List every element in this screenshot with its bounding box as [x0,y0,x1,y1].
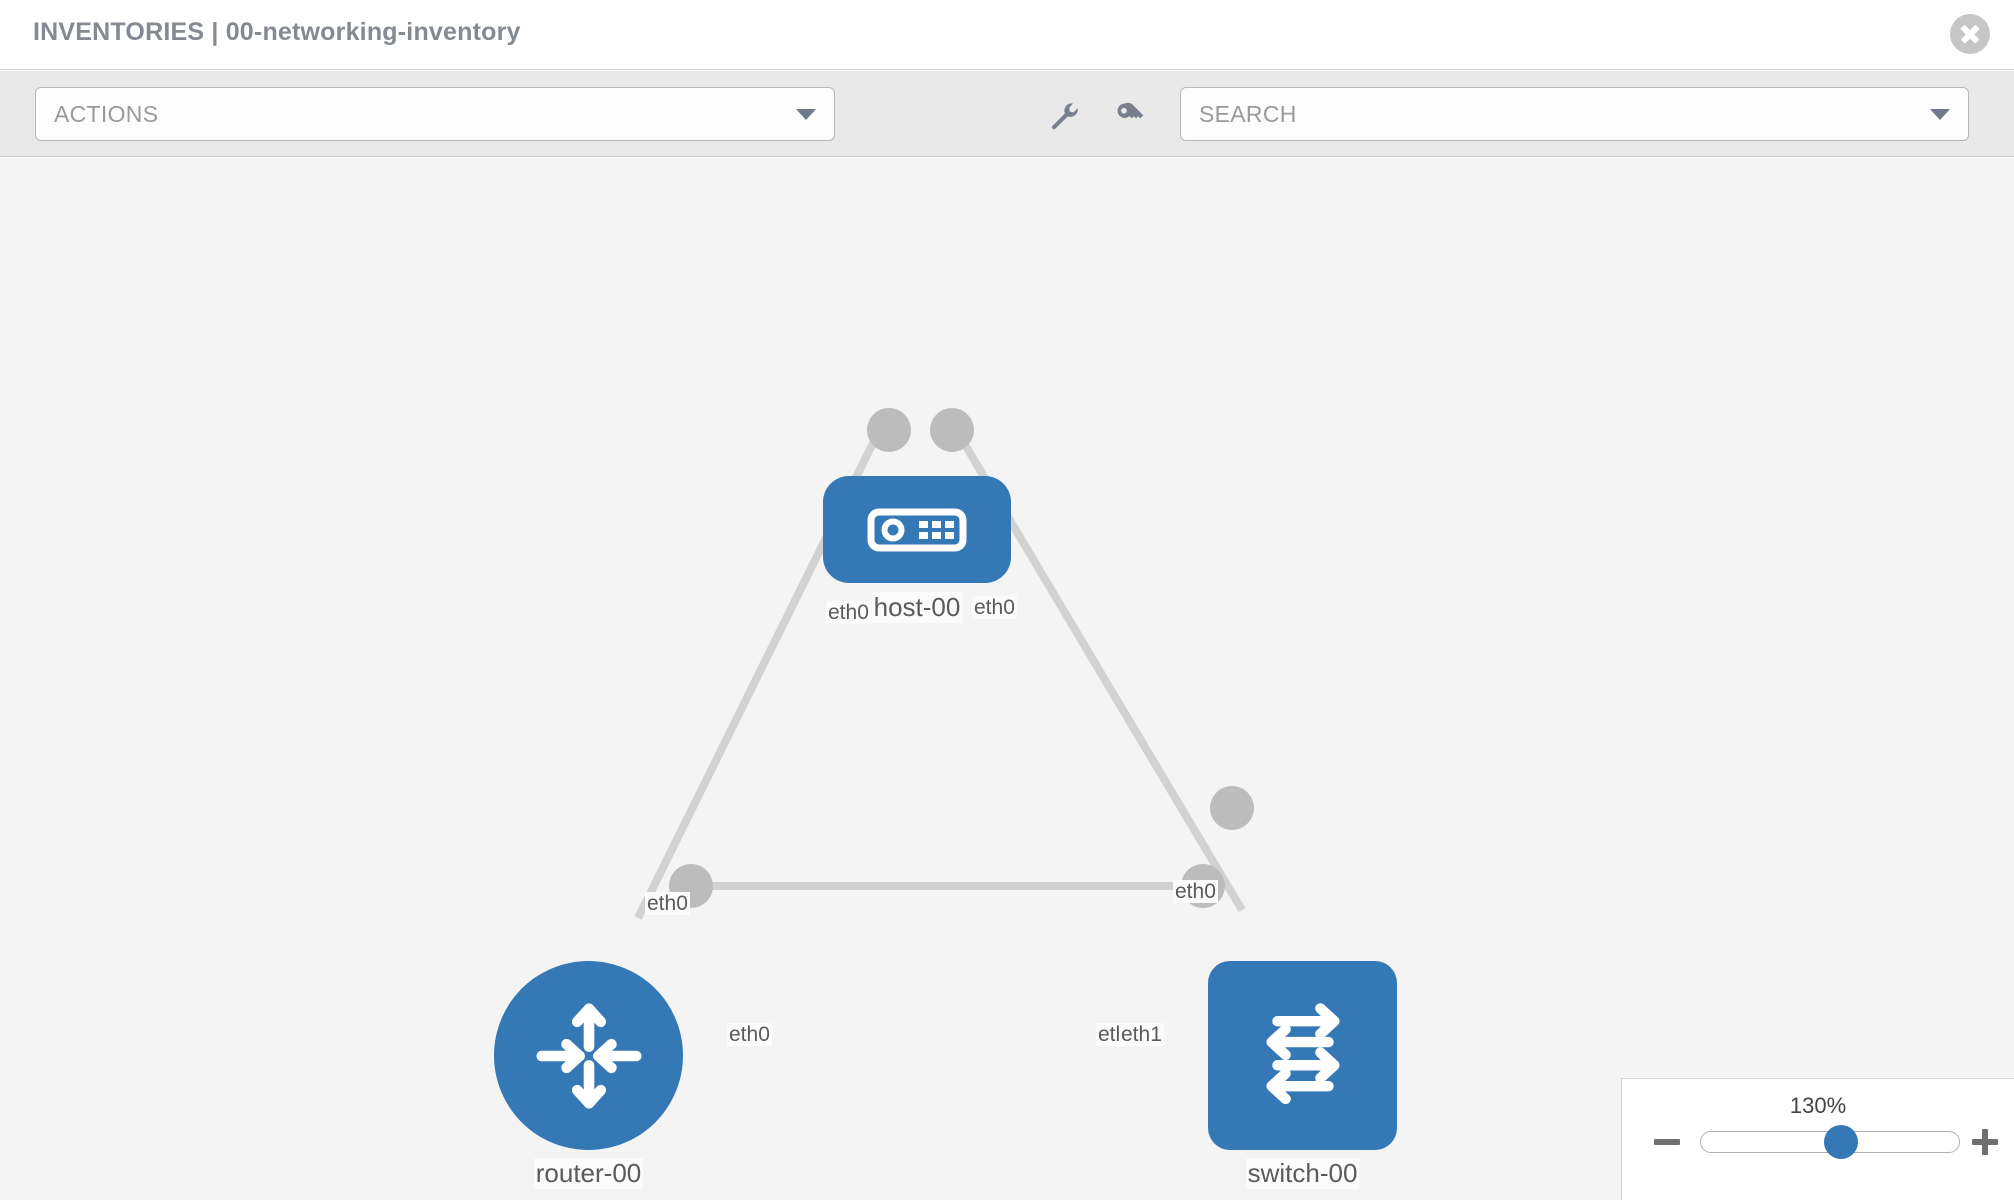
node-label-switch-00: switch-00 [1245,1158,1360,1189]
page-header: INVENTORIES | 00-networking-inventory [0,0,2014,70]
zoom-out-button[interactable] [1652,1127,1682,1157]
topology-graph [634,408,1254,920]
wrench-icon[interactable] [1046,99,1080,133]
actions-dropdown-label: ACTIONS [54,101,159,127]
switch-node-shape [1208,961,1397,1150]
server-icon [867,508,967,551]
zoom-slider-track[interactable] [1700,1125,1960,1159]
switch-arrows-icon [1265,1002,1340,1104]
actions-dropdown[interactable]: ACTIONS [35,87,835,141]
search-input[interactable]: SEARCH [1180,87,1969,141]
page-title: INVENTORIES | 00-networking-inventory [33,18,521,46]
topology-node-host-00[interactable]: host-00 [823,476,1011,623]
edge-label-switch-eth1: eth1 [1119,1023,1164,1047]
topology-node-switch-00[interactable]: switch-00 [1208,961,1397,1189]
node-label-host-00: host-00 [871,592,963,623]
chevron-down-icon [1930,109,1950,120]
edge-label-router-eth0-uplink: eth0 [645,892,690,916]
toolbar: ACTIONS SEARCH [0,71,2014,157]
edge-label-host-eth0-right: eth0 [972,596,1017,620]
chevron-down-icon [796,109,816,120]
edge-label-host-eth0-left: eth0 [826,601,871,625]
node-label-router-00: router-00 [533,1158,644,1189]
edge-label-router-eth0: eth0 [727,1023,772,1047]
endpoint-host-left [867,408,911,452]
zoom-slider-thumb[interactable] [1824,1125,1859,1159]
zoom-control-panel: 130% [1621,1078,2014,1200]
zoom-in-button[interactable] [1970,1127,2000,1157]
endpoint-switch-topleft [1210,786,1254,830]
topology-canvas[interactable]: host-00 [0,158,2014,1200]
close-icon[interactable] [1950,14,1990,54]
router-node-shape [494,961,683,1150]
endpoint-host-right [930,408,974,452]
topology-node-router-00[interactable]: router-00 [494,961,683,1189]
router-arrows-icon [535,1002,642,1109]
edge-label-switch-eth0-uplink: eth0 [1173,880,1218,904]
zoom-level-value: 130% [1789,1093,1847,1118]
key-icon[interactable] [1113,99,1147,133]
search-placeholder-label: SEARCH [1199,101,1297,127]
host-node-shape [823,476,1011,583]
